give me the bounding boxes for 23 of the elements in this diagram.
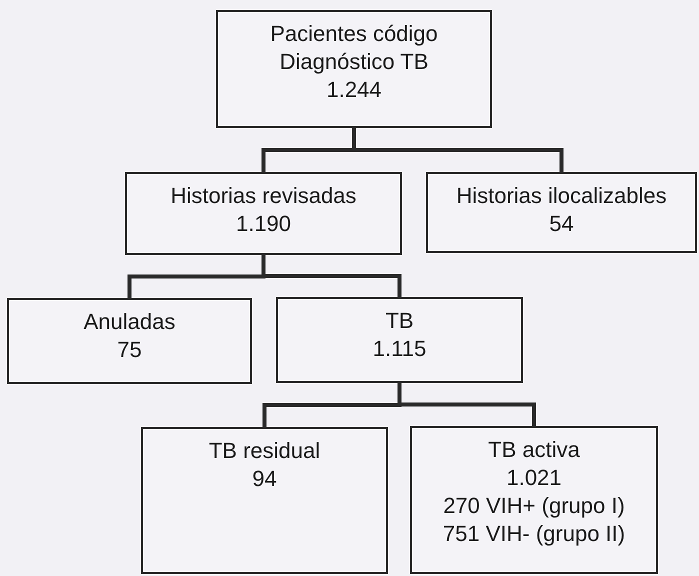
- process-box: [125, 172, 402, 255]
- box-value: 1.244: [325, 76, 383, 104]
- box-heading: TB residual: [208, 437, 322, 465]
- box-value: 75: [116, 336, 143, 364]
- box-value: 751 VIH- (grupo II): [442, 520, 626, 548]
- process-box: [141, 427, 388, 574]
- box-heading: Historias ilocalizables: [455, 182, 668, 210]
- box-heading: TB: [384, 307, 415, 335]
- process-box: [426, 172, 697, 253]
- box-heading: TB activa: [487, 436, 581, 464]
- box-value: 1.115: [372, 335, 428, 363]
- process-box: [276, 297, 523, 383]
- box-heading: Historias revisadas: [170, 182, 358, 210]
- box-value: 1.190: [234, 210, 292, 238]
- box-value: 94: [251, 465, 278, 493]
- box-value: 270 VIH+ (grupo I): [442, 492, 626, 520]
- process-box: [410, 426, 658, 574]
- process-box: [216, 10, 492, 128]
- box-value: 1.021: [505, 464, 563, 492]
- process-box: [7, 298, 252, 384]
- box-heading: Anuladas: [82, 308, 176, 336]
- box-value: 54: [548, 210, 575, 238]
- box-heading: Pacientes código Diagnóstico TB: [269, 20, 439, 76]
